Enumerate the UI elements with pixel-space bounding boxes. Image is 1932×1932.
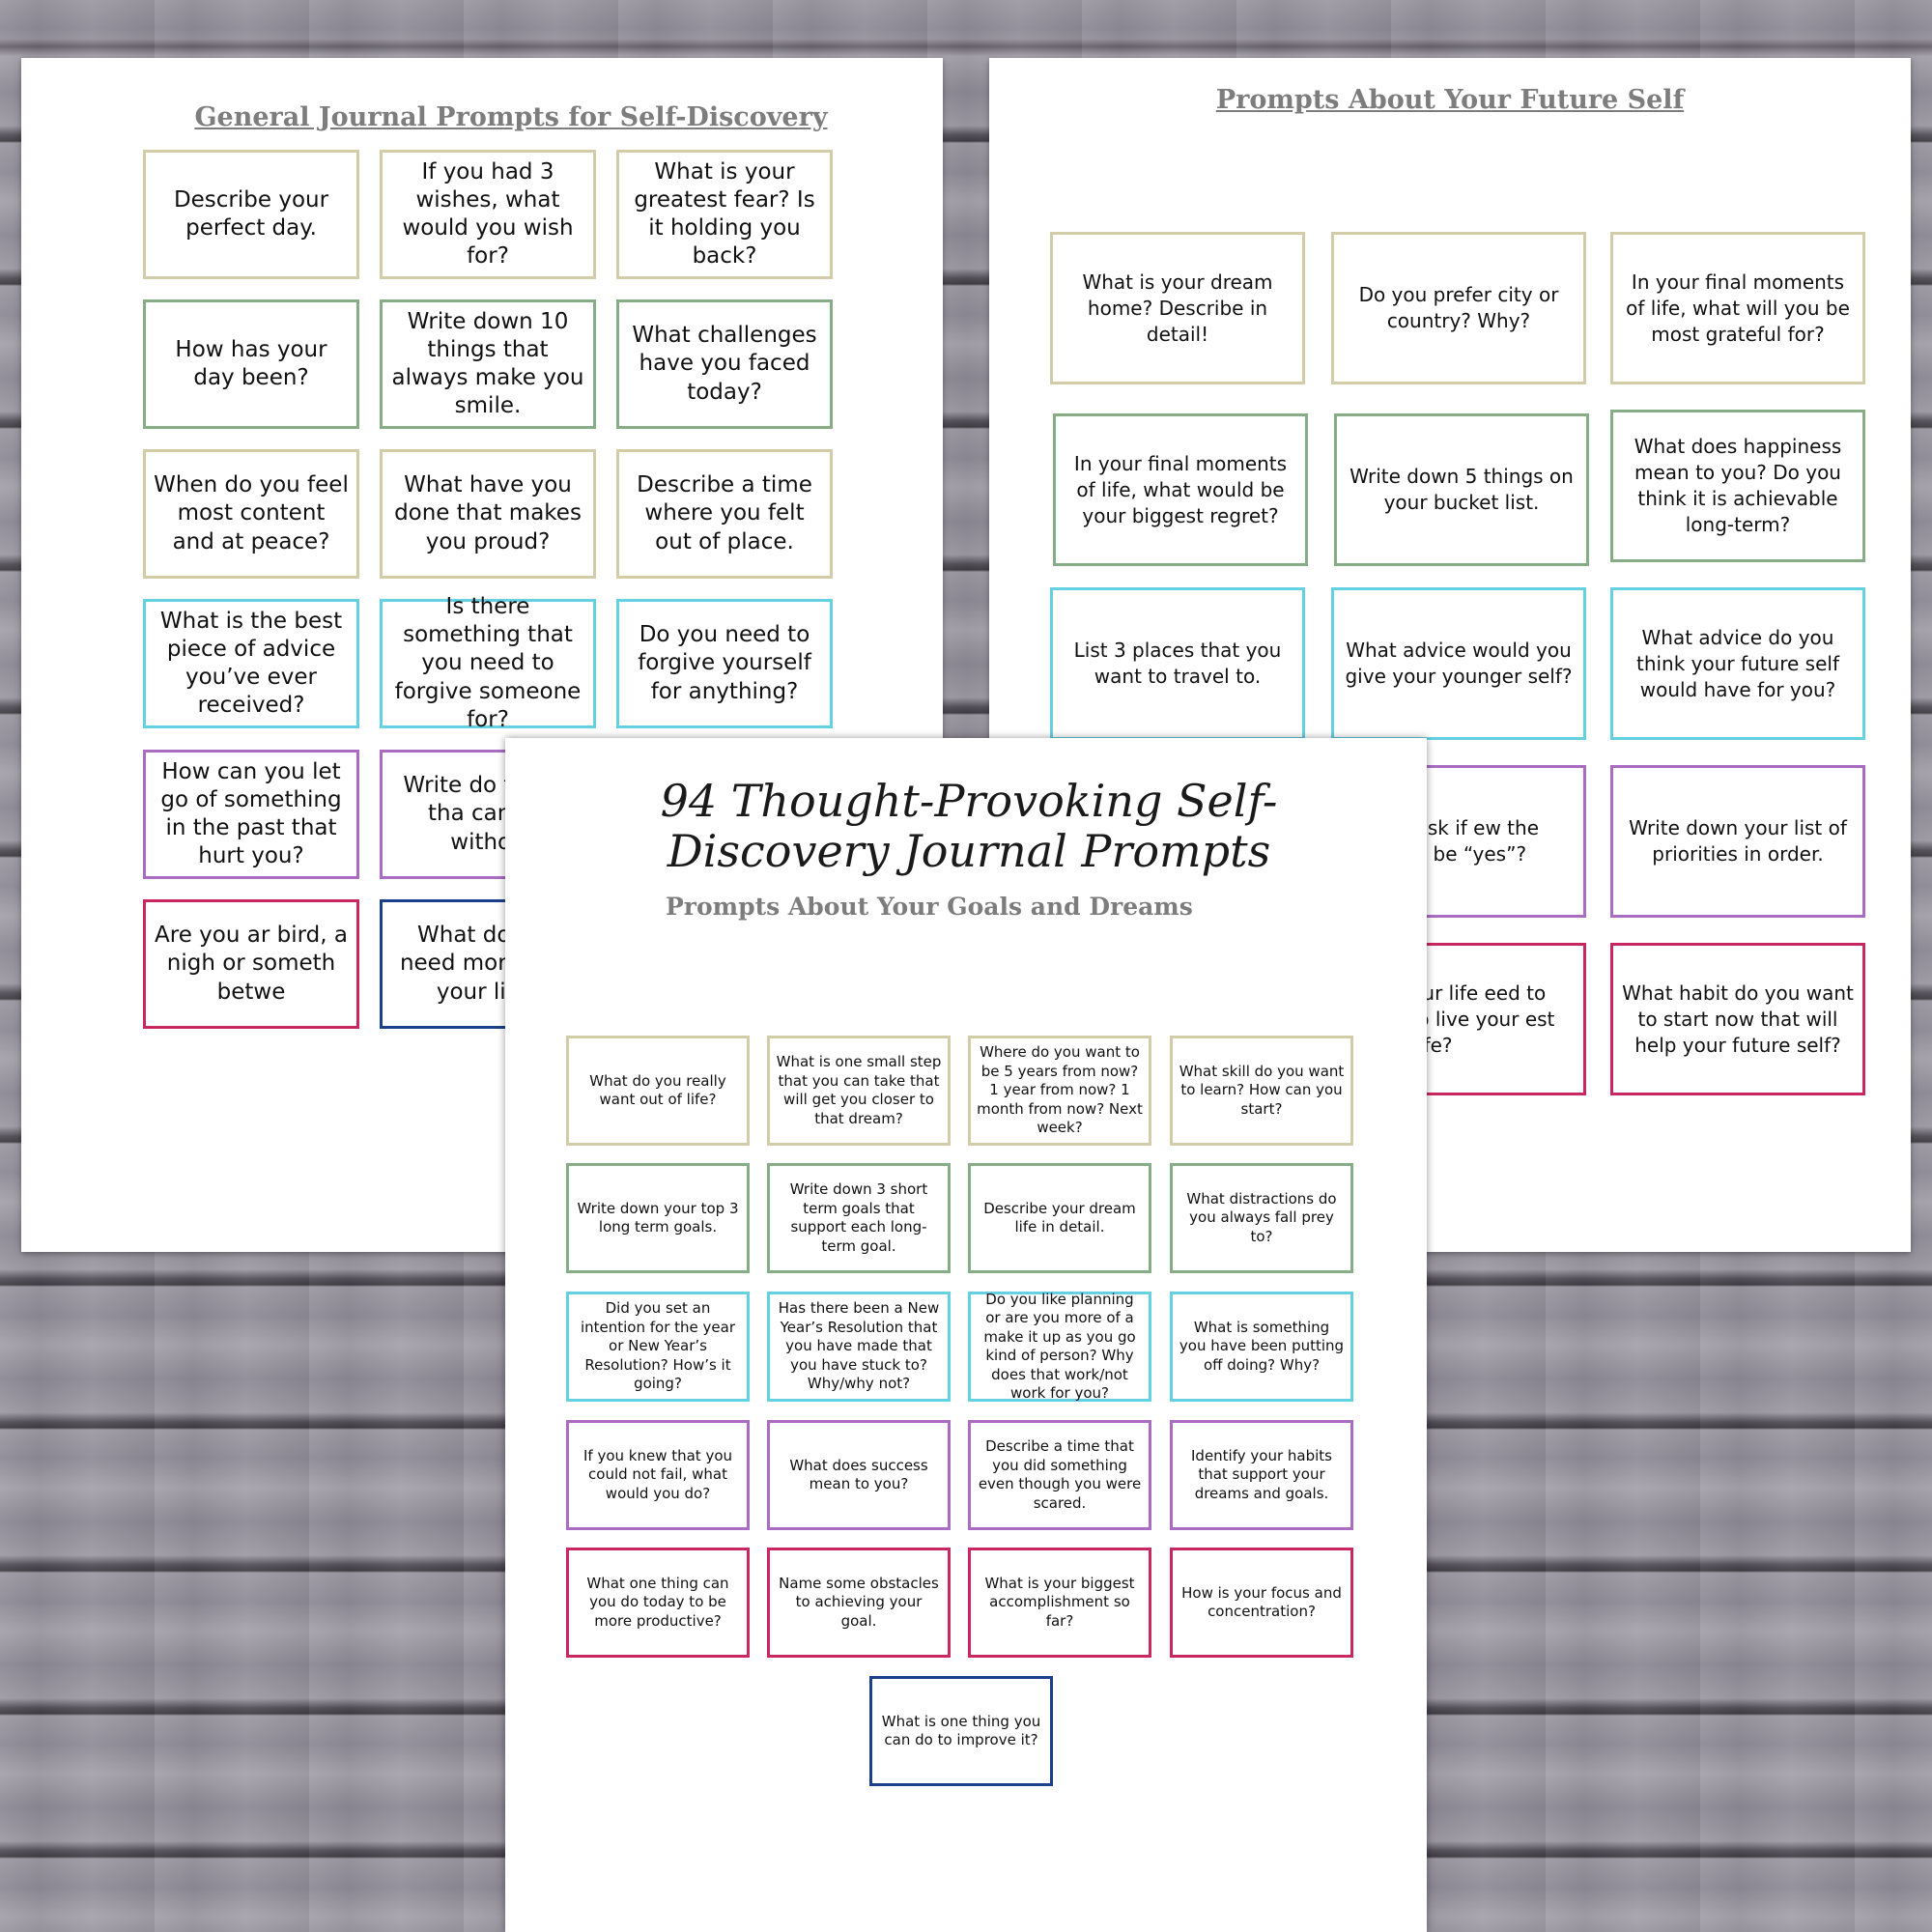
general-prompt-card: Are you ar bird, a nigh or someth betwe	[143, 899, 359, 1029]
general-prompt-card: What is the best piece of advice you’ve …	[143, 599, 359, 728]
goals-card-grid: What do you really want out of life?What…	[505, 738, 1427, 1932]
goals-prompt-card: Do you like planning or are you more of …	[968, 1291, 1151, 1402]
goals-prompt-card: Has there been a New Year’s Resolution t…	[767, 1292, 951, 1402]
future-prompt-card: Do you prefer city or country? Why?	[1331, 232, 1586, 384]
general-prompt-card: How has your day been?	[143, 299, 359, 429]
future-prompt-card: What advice do you think your future sel…	[1610, 587, 1865, 740]
general-prompt-card: What challenges have you faced today?	[616, 299, 833, 429]
future-prompt-card: Write down 5 things on your bucket list.	[1334, 413, 1589, 566]
future-prompt-card: Write down your list of priorities in or…	[1610, 765, 1865, 918]
goals-prompt-card: Identify your habits that support your d…	[1170, 1420, 1353, 1530]
future-prompt-card: What habit do you want to start now that…	[1610, 943, 1865, 1095]
future-prompt-card: What advice would you give your younger …	[1331, 587, 1586, 740]
general-prompt-card: What have you done that makes you proud?	[380, 449, 596, 579]
goals-prompt-card: Describe a time that you did something e…	[968, 1420, 1151, 1530]
goals-prompt-card: Write down 3 short term goals that suppo…	[767, 1163, 951, 1273]
future-prompt-card: In your final moments of life, what will…	[1610, 232, 1865, 384]
general-prompt-card: When do you feel most content and at pea…	[143, 449, 359, 579]
goals-prompt-card: If you knew that you could not fail, wha…	[566, 1420, 750, 1530]
goals-prompt-card: What one thing can you do today to be mo…	[566, 1548, 750, 1658]
general-prompt-card: Describe your perfect day.	[143, 150, 359, 279]
goals-prompt-card: What is something you have been putting …	[1170, 1292, 1353, 1402]
goals-prompt-card: What is one thing you can do to improve …	[869, 1676, 1053, 1786]
goals-prompt-card: What do you really want out of life?	[566, 1036, 750, 1146]
goals-prompt-card: Did you set an intention for the year or…	[566, 1292, 750, 1402]
goals-prompt-card: What distractions do you always fall pre…	[1170, 1163, 1353, 1273]
goals-prompt-card: Name some obstacles to achieving your go…	[767, 1548, 951, 1658]
future-prompt-card: In your final moments of life, what woul…	[1053, 413, 1308, 566]
goals-prompt-card: How is your focus and concentration?	[1170, 1548, 1353, 1658]
goals-prompt-card: Where do you want to be 5 years from now…	[968, 1036, 1151, 1146]
goals-prompt-card: What does success mean to you?	[767, 1420, 951, 1530]
general-prompt-card: Is there something that you need to forg…	[380, 594, 596, 732]
future-prompt-card: What is your dream home? Describe in det…	[1050, 232, 1305, 384]
general-prompt-card: Do you need to forgive yourself for anyt…	[616, 599, 833, 728]
goals-subtitle: Prompts About Your Goals and Dreams	[666, 893, 1193, 921]
goals-prompt-card: What skill do you want to learn? How can…	[1170, 1036, 1353, 1146]
main-title: 94 Thought-Provoking Self-Discovery Jour…	[660, 775, 1278, 877]
goals-prompt-card: What is one small step that you can take…	[767, 1036, 951, 1146]
goals-prompt-card: Write down your top 3 long term goals.	[566, 1163, 750, 1273]
future-title: Prompts About Your Future Self	[1215, 85, 1685, 115]
page-goals-dreams: 94 Thought-Provoking Self-Discovery Jour…	[505, 738, 1427, 1932]
general-prompt-card: How can you let go of something in the p…	[143, 750, 359, 879]
general-prompt-card: Write down 10 things that always make yo…	[380, 299, 596, 429]
general-prompt-card: If you had 3 wishes, what would you wish…	[380, 150, 596, 279]
goals-prompt-card: What is your biggest accomplishment so f…	[968, 1548, 1151, 1658]
future-prompt-card: What does happiness mean to you? Do you …	[1610, 410, 1865, 562]
general-prompt-card: Describe a time where you felt out of pl…	[616, 449, 833, 579]
goals-prompt-card: Describe your dream life in detail.	[968, 1163, 1151, 1273]
general-title: General Journal Prompts for Self-Discove…	[194, 102, 828, 132]
future-prompt-card: List 3 places that you want to travel to…	[1050, 587, 1305, 740]
general-prompt-card: What is your greatest fear? Is it holdin…	[616, 150, 833, 279]
